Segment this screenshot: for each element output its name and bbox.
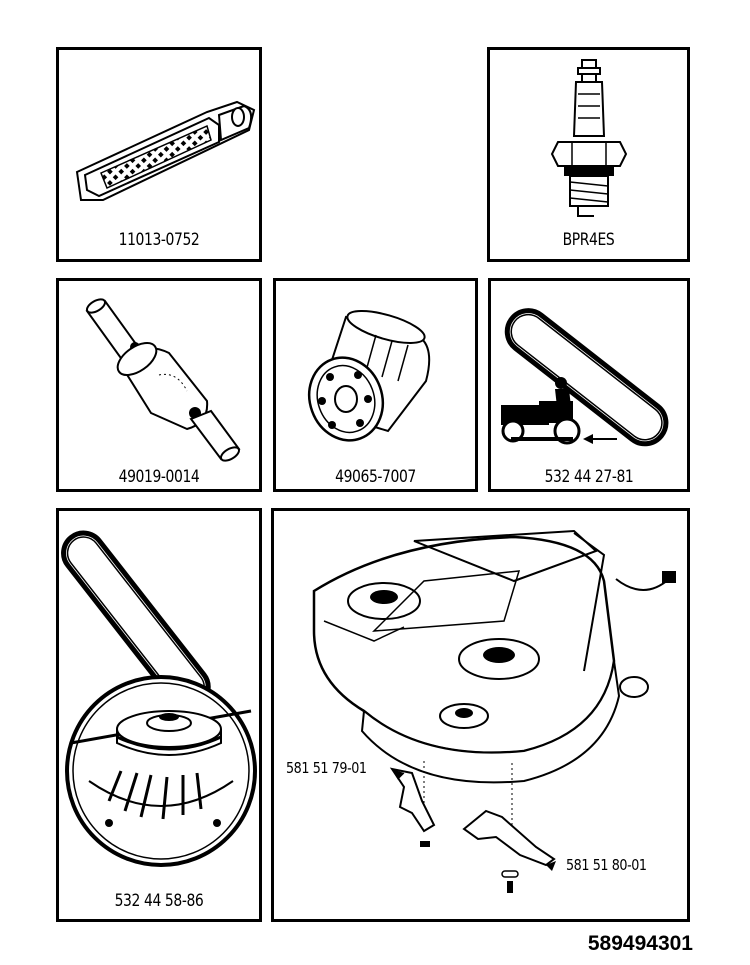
deck-belt-pulley-illustration <box>61 530 257 867</box>
mower-deck-illustration <box>312 529 676 893</box>
spark-plug-illustration <box>550 59 628 217</box>
fuel-filter-panel: 49019-0014 <box>56 278 262 492</box>
oil-filter-illustration <box>307 310 431 442</box>
part-number-label: 49065-7007 <box>335 467 416 487</box>
air-filter-panel: 11013-0752 <box>56 47 262 262</box>
part-number-label: 49019-0014 <box>118 467 200 487</box>
part-number-label: BPR4ES <box>562 230 615 250</box>
blade-left-label: 581 51 79-01 <box>286 759 367 777</box>
drive-belt-panel: 532 44 27-81 <box>488 278 690 492</box>
part-number-label: 532 44 27-81 <box>544 467 634 487</box>
deck-belt-pulley-panel: 532 44 58-86 <box>56 508 262 922</box>
document-number: 589494301 <box>587 932 693 955</box>
blade-right-label: 581 51 80-01 <box>566 856 647 874</box>
spark-plug-panel: BPR4ES <box>487 47 690 262</box>
part-number-label: 11013-0752 <box>118 230 200 250</box>
mower-deck-panel: 581 51 79-01 581 51 80-01 <box>271 508 690 922</box>
fuel-filter-illustration <box>85 298 241 462</box>
tractor-icon <box>501 377 581 445</box>
drive-belt-illustration <box>501 308 669 447</box>
part-number-label: 532 44 58-86 <box>114 891 204 911</box>
oil-filter-panel: 49065-7007 <box>273 278 478 492</box>
air-filter-illustration <box>75 100 256 201</box>
